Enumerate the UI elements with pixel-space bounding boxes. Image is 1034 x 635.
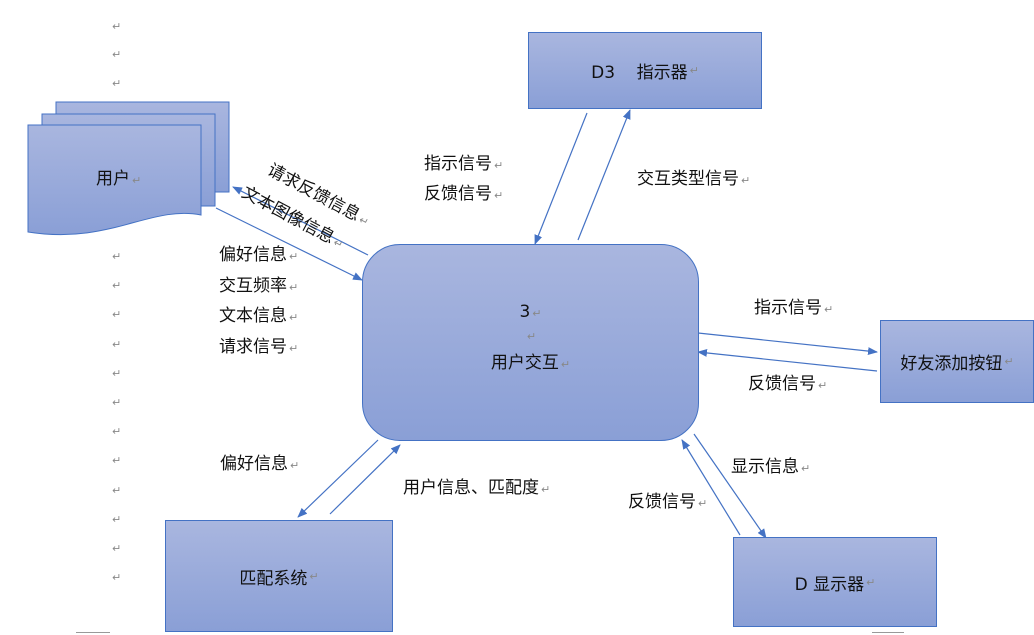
arrow-matching-to-process xyxy=(329,444,401,515)
paragraph-mark: ↵ xyxy=(112,308,122,322)
paragraph-mark: ↵ xyxy=(824,303,834,316)
flow-text: 显示信息 xyxy=(731,457,799,477)
paragraph-mark: ↵ xyxy=(289,250,299,263)
flow-label-process-to-indicator: 交互类型信号↵ xyxy=(637,166,750,194)
flow-text: 交互类型信号 xyxy=(637,169,739,189)
display-store[interactable]: D 显示器↵ xyxy=(733,537,937,627)
display-label: D 显示器 xyxy=(794,574,865,595)
user-document-shape xyxy=(27,101,230,236)
paragraph-mark: ↵ xyxy=(112,77,122,90)
flow-text: 偏好信息 xyxy=(220,454,288,474)
paragraph-mark: ↵ xyxy=(132,174,142,187)
paragraph-mark: ↵ xyxy=(801,462,811,475)
matching-label: 匹配系统 xyxy=(239,568,308,589)
paragraph-mark: ↵ xyxy=(494,159,504,172)
paragraph-mark: ↵ xyxy=(112,366,122,380)
flow-label-process-to-friend: 指示信号↵ xyxy=(754,295,833,323)
arrow-process-to-friend xyxy=(697,332,878,356)
process-user-interaction[interactable]: 3↵ ↵ 用户交互↵ xyxy=(362,244,699,441)
flow-text: 指示信号 xyxy=(754,298,822,318)
paragraph-mark: ↵ xyxy=(290,459,300,472)
page-edge xyxy=(872,632,904,633)
user-label: 用户 xyxy=(96,169,130,189)
flow-text: 交互频率 xyxy=(219,275,287,296)
arrow-process-to-indicator xyxy=(577,109,631,241)
flow-label-process-to-display: 显示信息↵ xyxy=(731,454,810,482)
arrow-process-to-display xyxy=(693,433,767,539)
arrow-indicator-to-process xyxy=(534,112,588,245)
arrow-friend-to-process xyxy=(697,348,878,372)
paragraph-mark: ↵ xyxy=(698,497,708,510)
indicator-store[interactable]: D3 指示器↵ xyxy=(528,32,762,109)
flow-label-user-to-process: 偏好信息↵ 交互频率↵ 文本信息↵ 请求信号↵ xyxy=(219,241,298,363)
page-edge xyxy=(76,632,110,633)
flow-text: 指示信号 xyxy=(424,154,492,174)
paragraph-mark: ↵ xyxy=(866,575,876,589)
paragraph-mark: ↵ xyxy=(112,454,122,468)
paragraph-mark: ↵ xyxy=(289,280,299,294)
paragraph-mark: ↵ xyxy=(541,483,551,496)
flow-text: 请求信号 xyxy=(219,336,287,357)
paragraph-mark: ↵ xyxy=(532,307,542,320)
flow-text: 反馈信号 xyxy=(628,492,696,512)
flow-label-display-to-process: 反馈信号↵ xyxy=(628,489,707,517)
paragraph-mark: ↵ xyxy=(689,64,699,77)
process-number: 3 xyxy=(519,302,531,322)
paragraph-mark: ↵ xyxy=(494,189,504,202)
paragraph-mark: ↵ xyxy=(289,341,299,355)
paragraph-mark: ↵ xyxy=(112,571,122,585)
arrow-process-to-user xyxy=(232,186,369,256)
flow-text: 反馈信号 xyxy=(424,184,492,204)
paragraph-mark: ↵ xyxy=(818,379,828,392)
paragraph-mark: ↵ xyxy=(112,542,122,555)
flow-text: 反馈信号 xyxy=(748,374,816,394)
friend-button-label: 好友添加按钮 xyxy=(900,354,1003,374)
friend-add-button-entity[interactable]: 好友添加按钮↵ xyxy=(880,320,1034,403)
paragraph-mark: ↵ xyxy=(741,174,751,187)
paragraph-mark: ↵ xyxy=(289,311,299,324)
flow-label-process-to-matching: 偏好信息↵ xyxy=(220,451,299,479)
arrow-process-to-matching xyxy=(297,439,379,518)
paragraph-mark: ↵ xyxy=(112,483,122,497)
paragraph-mark: ↵ xyxy=(112,396,122,409)
paragraph-mark: ↵ xyxy=(112,512,122,526)
paragraph-mark: ↵ xyxy=(112,250,122,263)
flow-text: 用户信息、匹配度 xyxy=(403,478,539,498)
paragraph-mark: ↵ xyxy=(112,425,122,439)
flow-label-indicator-to-process: 指示信号↵ 反馈信号↵ xyxy=(424,150,503,210)
paragraph-mark: ↵ xyxy=(1004,355,1014,368)
flow-text: 文本信息 xyxy=(219,306,287,326)
paragraph-mark: ↵ xyxy=(112,337,122,351)
process-label: 用户交互 xyxy=(490,353,559,373)
paragraph-mark: ↵ xyxy=(112,20,122,33)
arrow-user-to-process xyxy=(215,207,363,281)
flow-text: 偏好信息 xyxy=(219,245,287,265)
matching-system[interactable]: 匹配系统↵ xyxy=(165,520,393,632)
arrow-display-to-process xyxy=(681,439,741,536)
paragraph-mark: ↵ xyxy=(112,48,122,61)
flow-label-matching-to-process: 用户信息、匹配度↵ xyxy=(403,475,550,503)
paragraph-mark: ↵ xyxy=(526,330,537,343)
paragraph-mark: ↵ xyxy=(112,279,122,293)
flow-label-friend-to-process: 反馈信号↵ xyxy=(748,371,827,399)
user-entity[interactable]: 用户↵ xyxy=(96,166,141,194)
indicator-label: D3 指示器 xyxy=(591,63,688,83)
paragraph-mark: ↵ xyxy=(560,358,571,371)
paragraph-mark: ↵ xyxy=(309,569,319,583)
